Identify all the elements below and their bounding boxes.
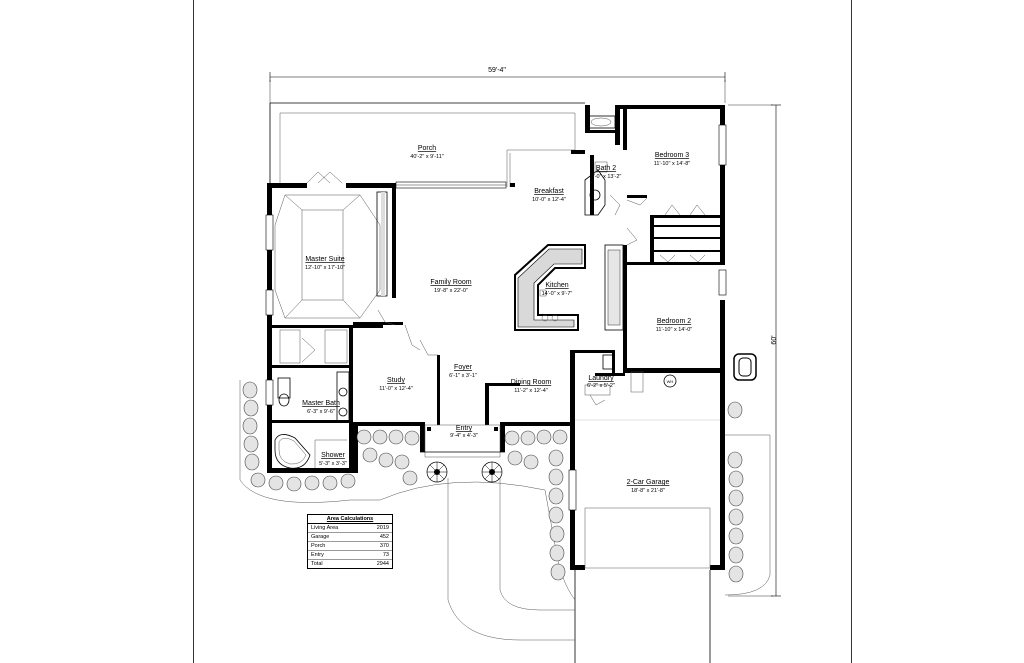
garage: WH (574, 371, 720, 663)
foyer-size: 6'-1" x 3'-1" (449, 373, 477, 379)
table-row: Living Area 2019 (308, 524, 392, 533)
bath2-size: 9'-0" x 13'-2" (591, 174, 622, 180)
bedroom3-closet-doors (626, 204, 706, 263)
depth-dimension: 60' (728, 104, 781, 597)
kitchen-counters (514, 244, 624, 331)
bedroom3-size: 11'-10" x 14'-8" (654, 161, 691, 167)
entry-palm-right (481, 461, 503, 483)
room-labels: Porch 40'-2" x 9'-11" Breakfast 10'-0" x… (302, 145, 692, 494)
porch-label: Porch (418, 145, 436, 152)
entry-label: Entry (456, 425, 473, 432)
shower-label: Shower (321, 452, 345, 459)
area-row-value: 2944 (376, 561, 389, 567)
study-size: 11'-0" x 12'-4" (379, 386, 412, 392)
master-closet-shelves (279, 191, 388, 364)
width-dimension-label: 59'-4" (488, 67, 506, 74)
master-suite-label: Master Suite (305, 256, 344, 263)
width-dimension: 59'-4" (269, 67, 726, 103)
laundry-fixtures (584, 354, 614, 406)
table-row: Garage 452 (308, 533, 392, 542)
study-doors (377, 309, 438, 356)
interior-walls (272, 105, 720, 473)
family-room-label: Family Room (430, 279, 471, 286)
area-row-label: Living Area (311, 525, 339, 531)
garage-size: 18'-8" x 21'-8" (631, 488, 665, 494)
entry-size: 9'-4" x 4'-3" (450, 433, 478, 439)
kitchen-label: Kitchen (545, 282, 568, 289)
area-row-label: Garage (311, 534, 330, 540)
area-row-value: 452 (379, 534, 389, 540)
laundry-size: 6'-2" x 5'-2" (587, 383, 615, 389)
area-row-label: Total (311, 561, 323, 567)
porch-outline (269, 102, 585, 187)
landscape-shrubs (242, 381, 744, 583)
master-suite-tray-ceiling (274, 171, 381, 319)
area-calculations-title: Area Calculations (308, 515, 392, 524)
shower-size: 5'-3" x 3'-3" (319, 461, 347, 467)
area-row-label: Porch (311, 543, 326, 549)
table-row: Porch 370 (308, 542, 392, 551)
master-suite-size: 12'-10" x 17'-10" (305, 265, 345, 271)
family-room-size: 19'-8" x 22'-0" (434, 288, 468, 294)
area-row-value: 370 (379, 543, 389, 549)
foyer-label: Foyer (454, 364, 473, 371)
walkway (239, 380, 771, 641)
master-bath-size: 6'-3" x 9'-6" (307, 409, 335, 415)
laundry-label: Laundry (588, 375, 614, 382)
bath2-label: Bath 2 (596, 165, 616, 172)
ac-unit (733, 353, 757, 381)
area-row-value: 2019 (376, 525, 389, 531)
area-row-value: 73 (382, 552, 389, 558)
study-label: Study (387, 377, 405, 384)
entry-porch (420, 424, 505, 458)
bedroom3-label: Bedroom 3 (655, 152, 689, 159)
area-calculations-table: Area Calculations Living Area 2019 Garag… (307, 514, 393, 569)
breakfast-label: Breakfast (534, 188, 564, 195)
exterior-walls (267, 105, 725, 570)
depth-dimension-label: 60' (771, 335, 778, 344)
master-bath-fixtures (274, 371, 350, 469)
bath2-fixtures (584, 115, 648, 216)
table-row: Entry 73 (308, 551, 392, 560)
entry-palm-left (426, 461, 448, 483)
master-bath-label: Master Bath (302, 400, 340, 407)
bedroom2-label: Bedroom 2 (657, 318, 691, 325)
breakfast-size: 10'-0" x 12'-4" (532, 197, 566, 203)
porch-size: 40'-2" x 9'-11" (410, 154, 443, 160)
kitchen-size: 14'-0" x 9'-7" (542, 291, 573, 297)
dining-room-label: Dining Room (511, 379, 552, 386)
area-row-label: Entry (311, 552, 324, 558)
dining-room-size: 11'-2" x 12'-4" (514, 388, 547, 394)
bedroom2-size: 11'-10" x 14'-0" (656, 327, 693, 333)
water-heater-label: WH (667, 379, 674, 384)
garage-label: 2-Car Garage (627, 479, 670, 486)
table-row: Total 2944 (308, 560, 392, 568)
windows (265, 124, 727, 511)
